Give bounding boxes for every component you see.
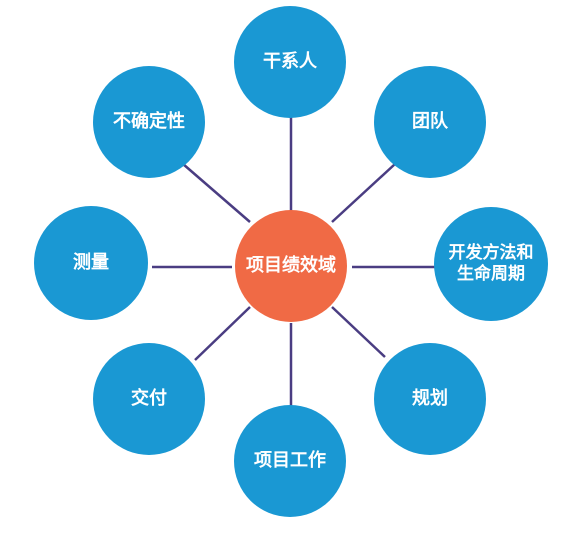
- node-project-work: 项目工作: [234, 405, 346, 517]
- center-node-project-performance-domains: 项目绩效域: [235, 210, 347, 322]
- node-measurement: 测量: [34, 206, 148, 320]
- node-label: 不确定性: [113, 111, 185, 133]
- center-label: 项目绩效域: [246, 255, 336, 277]
- node-label: 规划: [412, 388, 448, 410]
- connector-uncertainty: [182, 163, 251, 223]
- node-planning: 规划: [374, 343, 486, 455]
- connector-team: [331, 163, 396, 223]
- node-stakeholders: 干系人: [234, 6, 346, 118]
- connector-delivery: [194, 306, 251, 361]
- node-delivery: 交付: [93, 343, 205, 455]
- node-label: 开发方法和 生命周期: [448, 243, 534, 284]
- node-label: 测量: [73, 252, 109, 274]
- node-label: 交付: [131, 388, 167, 410]
- node-label: 团队: [412, 111, 448, 133]
- node-team: 团队: [374, 66, 486, 178]
- node-label: 干系人: [263, 51, 317, 73]
- node-lifecycle: 开发方法和 生命周期: [434, 207, 548, 321]
- node-label: 项目工作: [254, 450, 326, 472]
- connector-planning: [331, 306, 386, 358]
- node-uncertainty: 不确定性: [93, 66, 205, 178]
